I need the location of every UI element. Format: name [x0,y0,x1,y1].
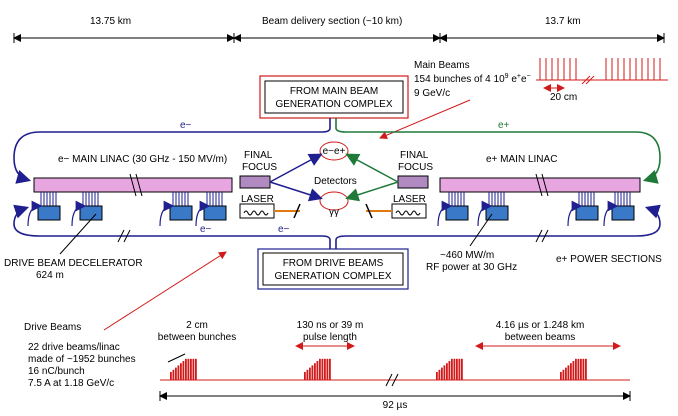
drive-beams-line1: 22 drive beams/linac [28,342,120,353]
drive-beams-title: Drive Beams [24,322,81,333]
laser-right-label: LASER [393,194,426,205]
positron-main-linac: e+ MAIN LINAC [439,154,641,197]
main-beams-info: Main Beams 154 bunches of 4 109 e+e− 9 G… [379,58,668,139]
drive-pulse-train [170,358,197,380]
decelerator-length: 624 m [36,270,64,281]
drive-gen-line2: GENERATION COMPLEX [274,271,391,282]
drive-pulse-train [436,358,463,380]
drive-beam-loops: e− e− [13,204,661,249]
drive-pulse-train [304,358,331,380]
main-beams-bunches: 154 bunches of 4 109 e+e− [414,73,531,85]
power-module [169,192,193,221]
bunch-spacing-1: 2 cm [186,320,208,331]
bunch-spacing-2: between bunches [158,332,236,343]
top-dimensions: 13.75 km Beam delivery section (~10 km) … [13,16,665,43]
drive-feed-arrow [71,200,87,227]
final-focus-left-2: FOCUS [242,162,277,173]
drive-beam-pulse-trains [170,358,587,380]
drive-feed-arrow [27,200,43,227]
pulse-length-2: pulse length [303,332,357,343]
gamma-gamma-label: γγ [329,207,339,218]
rf-power-label: ~460 MW/m [440,250,494,261]
drive-pulse-train [560,358,587,380]
main-beams-title: Main Beams [414,60,470,71]
positron-top-label: e+ [498,120,510,131]
ee-collision-label: e−e+ [323,146,346,157]
electron-bottom-mid-label: e− [278,224,290,235]
drive-beam-generation-box: FROM DRIVE BEAMS GENERATION COMPLEX [257,248,409,290]
detectors-label: Detectors [314,176,357,187]
drive-gen-line1: FROM DRIVE BEAMS [283,258,384,269]
drive-feed-arrow [603,200,619,227]
beam-spacing-1: 4.16 µs or 1.248 km [496,320,585,331]
power-extraction-modules [27,192,635,227]
final-focus-right-2: FOCUS [398,162,433,173]
beam-spacing-2: between beams [505,332,576,343]
electron-linac-label: e− MAIN LINAC (30 GHz - 150 MV/m) [58,154,227,165]
interaction-region: FINAL FOCUS FINAL FOCUS e−e+ Detectors γ… [239,141,433,219]
drive-feed-arrow [567,200,583,227]
drive-beams-line4: 7.5 A at 1.18 GeV/c [28,378,114,389]
drive-beams-line2: made of ~1952 bunches [28,354,136,365]
electron-top-label: e− [180,120,192,131]
final-focus-right-1: FINAL [400,150,429,161]
power-sections-label: e+ POWER SECTIONS [556,254,662,265]
right-length-label: 13.7 km [545,16,581,27]
positron-linac-label: e+ MAIN LINAC [486,154,557,165]
left-length-label: 13.75 km [90,16,131,27]
pulse-length-1: 130 ns or 39 m [297,320,364,331]
main-beams-energy: 9 GeV/c [414,88,450,99]
side-labels: DRIVE BEAM DECELERATOR 624 m ~460 MW/m R… [4,213,662,281]
drive-feed-arrow [477,200,493,227]
drive-beams-line3: 16 nC/bunch [28,366,85,377]
main-beam-loops: e− e+ [13,118,661,184]
drive-beams-info: Drive Beams 22 drive beams/linac made of… [24,251,631,411]
main-gen-line1: FROM MAIN BEAM [290,86,378,97]
final-focus-left-1: FINAL [244,150,273,161]
delivery-section-label: Beam delivery section (~10 km) [262,16,402,27]
drive-feed-arrow [159,200,175,227]
rf-frequency-label: RF power at 30 GHz [426,262,517,273]
decelerator-label: DRIVE BEAM DECELERATOR [4,258,143,269]
main-beam-bunch-train [539,58,661,80]
total-duration-label: 92 µs [383,400,408,411]
laser-left-label: LASER [241,194,274,205]
bunch-spacing-label: 20 cm [550,92,577,103]
electron-main-linac: e− MAIN LINAC (30 GHz - 150 MV/m) [33,154,233,197]
drive-feed-arrow [437,200,453,227]
power-module [37,192,61,221]
electron-bottom-left-label: e− [200,224,212,235]
drive-feed-arrow [195,200,211,227]
main-beam-generation-box: FROM MAIN BEAM GENERATION COMPLEX [259,75,409,119]
main-gen-line2: GENERATION COMPLEX [275,99,392,110]
